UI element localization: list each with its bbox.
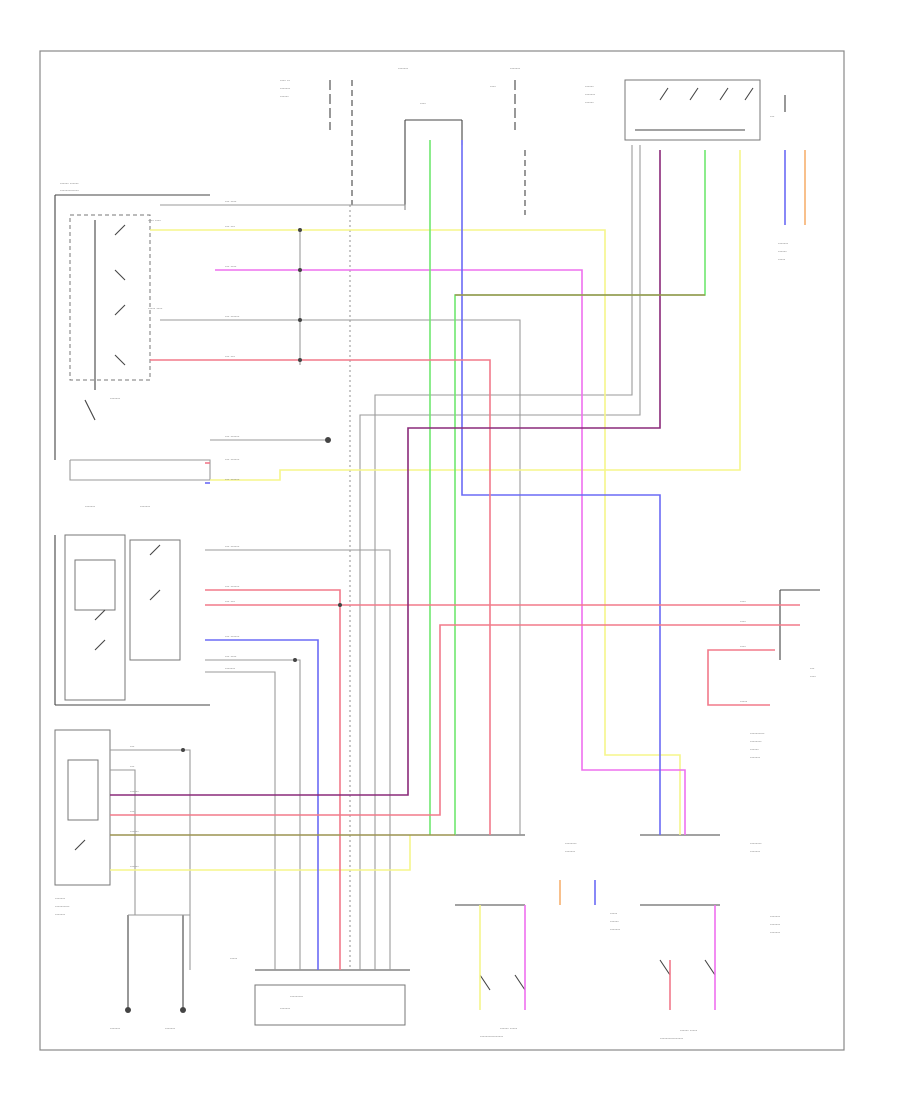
blue-wires xyxy=(205,140,786,970)
svg-text:-------: ------- xyxy=(770,922,781,927)
svg-text:-------: ------- xyxy=(750,755,761,760)
svg-text:----: ---- xyxy=(810,674,816,679)
svg-text:-------: ------- xyxy=(770,914,781,919)
green-wires xyxy=(429,140,706,835)
svg-text:-------: ------- xyxy=(750,849,761,854)
svg-text:-------: ------- xyxy=(85,504,96,509)
pink-wires xyxy=(215,269,716,1010)
svg-text:-------: ------- xyxy=(565,849,576,854)
svg-text:-------: ------- xyxy=(398,66,409,71)
svg-text:------: ------ xyxy=(778,249,787,254)
svg-text:-------: ------- xyxy=(280,1006,291,1011)
svg-text:--------: -------- xyxy=(750,841,762,846)
svg-text:-------: ------- xyxy=(280,86,291,91)
power-door-lock-switch: ------ ------ ------------- ---- ---- --… xyxy=(54,181,210,460)
svg-text:------: ------ xyxy=(610,919,619,924)
svg-text:-------: ------- xyxy=(140,504,151,509)
svg-text:-----: ----- xyxy=(740,699,748,704)
svg-text:--- ------: --- ------ xyxy=(225,477,240,482)
svg-text:---: --- xyxy=(130,764,135,769)
svg-text:------ ------: ------ ------ xyxy=(60,181,79,186)
svg-text:----------------: ---------------- xyxy=(480,1034,504,1039)
yellow-wires xyxy=(110,150,741,1010)
splice-points xyxy=(181,228,342,752)
svg-text:--- ------: --- ------ xyxy=(225,634,240,639)
svg-text:------: ------ xyxy=(130,789,139,794)
svg-text:------ -----: ------ ----- xyxy=(500,1026,518,1031)
svg-text:------: ------ xyxy=(750,747,759,752)
svg-text:-------: ------- xyxy=(55,896,66,901)
svg-text:-----: ----- xyxy=(778,257,786,262)
svg-text:----: ---- xyxy=(740,644,746,649)
body-control-module: ------- ---------- ------- xyxy=(54,729,111,917)
svg-text:-------------: ------------- xyxy=(60,188,79,193)
right-side-connector: --- ---- ---------- -------- ------ ----… xyxy=(750,589,820,760)
svg-text:------: ------ xyxy=(585,100,594,105)
svg-text:---: --- xyxy=(810,666,815,671)
svg-text:--- ------: --- ------ xyxy=(225,434,240,439)
diagram-frame xyxy=(39,50,845,1051)
svg-text:-------: ------- xyxy=(510,66,521,71)
olive-wires xyxy=(110,150,806,905)
svg-text:---- ----: ---- ---- xyxy=(148,218,161,223)
svg-text:--- ---: --- --- xyxy=(225,599,235,604)
top-connector-left: ---- -- ------- ------ xyxy=(280,78,353,205)
svg-text:----: ---- xyxy=(740,619,746,624)
svg-text:---: --- xyxy=(770,114,775,119)
svg-text:--- ----: --- ---- xyxy=(225,654,237,659)
svg-text:--- ------: --- ------ xyxy=(225,544,240,549)
top-connector-right: ------- ---- xyxy=(490,66,526,215)
svg-text:----: ---- xyxy=(420,101,426,106)
svg-text:-----: ----- xyxy=(610,911,618,916)
svg-text:-----: ----- xyxy=(230,956,238,961)
svg-text:------: ------ xyxy=(585,84,594,89)
top-right-ground-connector: ------- ------ ----- xyxy=(778,241,789,262)
svg-text:---- --: ---- -- xyxy=(280,78,290,83)
svg-text:----------: ---------- xyxy=(55,904,70,909)
bottom-center-connector: --------- ------- ----- xyxy=(230,956,410,1026)
svg-text:------ -----: ------ ----- xyxy=(680,1028,698,1033)
svg-text:----: ---- xyxy=(490,84,496,89)
svg-text:--------: -------- xyxy=(565,841,577,846)
svg-text:--- ------: --- ------ xyxy=(225,314,240,319)
right-rear-door-lock-actuator: ------ ----- ---------------- -------- -… xyxy=(455,834,621,1039)
svg-text:--- ---: --- --- xyxy=(225,224,235,229)
svg-text:-------: ------- xyxy=(165,1026,176,1031)
left-rear-door-lock-actuator: ------ ----- ---------------- -------- -… xyxy=(640,834,781,1041)
svg-text:--- ---: --- --- xyxy=(225,354,235,359)
svg-text:--- ----: --- ---- xyxy=(225,264,237,269)
svg-text:--- ------: --- ------ xyxy=(225,457,240,462)
svg-text:------: ------ xyxy=(130,864,139,869)
purple-wires xyxy=(110,150,661,796)
wire-labels: --- ---- --- --- --- ---- --- ------ ---… xyxy=(130,199,748,869)
svg-text:---------: --------- xyxy=(290,994,304,999)
svg-text:-------: ------- xyxy=(770,930,781,935)
red-wires xyxy=(110,359,800,1010)
svg-text:-------: ------- xyxy=(110,396,121,401)
svg-text:---: --- xyxy=(130,809,135,814)
remote-lock-unit: ------- ------- xyxy=(54,504,210,706)
svg-text:----------: ---------- xyxy=(750,731,765,736)
svg-text:----: ---- xyxy=(740,599,746,604)
top-right-relay-module: ------ ------- ------ --- xyxy=(585,79,786,141)
svg-text:-------: ------- xyxy=(110,1026,121,1031)
svg-text:------: ------ xyxy=(130,829,139,834)
svg-text:-------: ------- xyxy=(610,927,621,932)
bottom-left-grounds: ------- ------- xyxy=(110,915,186,1031)
svg-text:------: ------ xyxy=(280,94,289,99)
svg-text:-------: ------- xyxy=(225,666,236,671)
svg-text:---: --- xyxy=(130,744,135,749)
svg-text:--- ----: --- ---- xyxy=(225,199,237,204)
svg-text:-------: ------- xyxy=(778,241,789,246)
svg-text:--------: -------- xyxy=(750,739,762,744)
svg-text:--- ------: --- ------ xyxy=(225,584,240,589)
svg-text:----------------: ---------------- xyxy=(660,1036,684,1041)
svg-text:-------: ------- xyxy=(55,912,66,917)
svg-text:----- ----: ----- ---- xyxy=(148,306,163,311)
gray-wires xyxy=(69,145,641,970)
svg-text:-------: ------- xyxy=(585,92,596,97)
